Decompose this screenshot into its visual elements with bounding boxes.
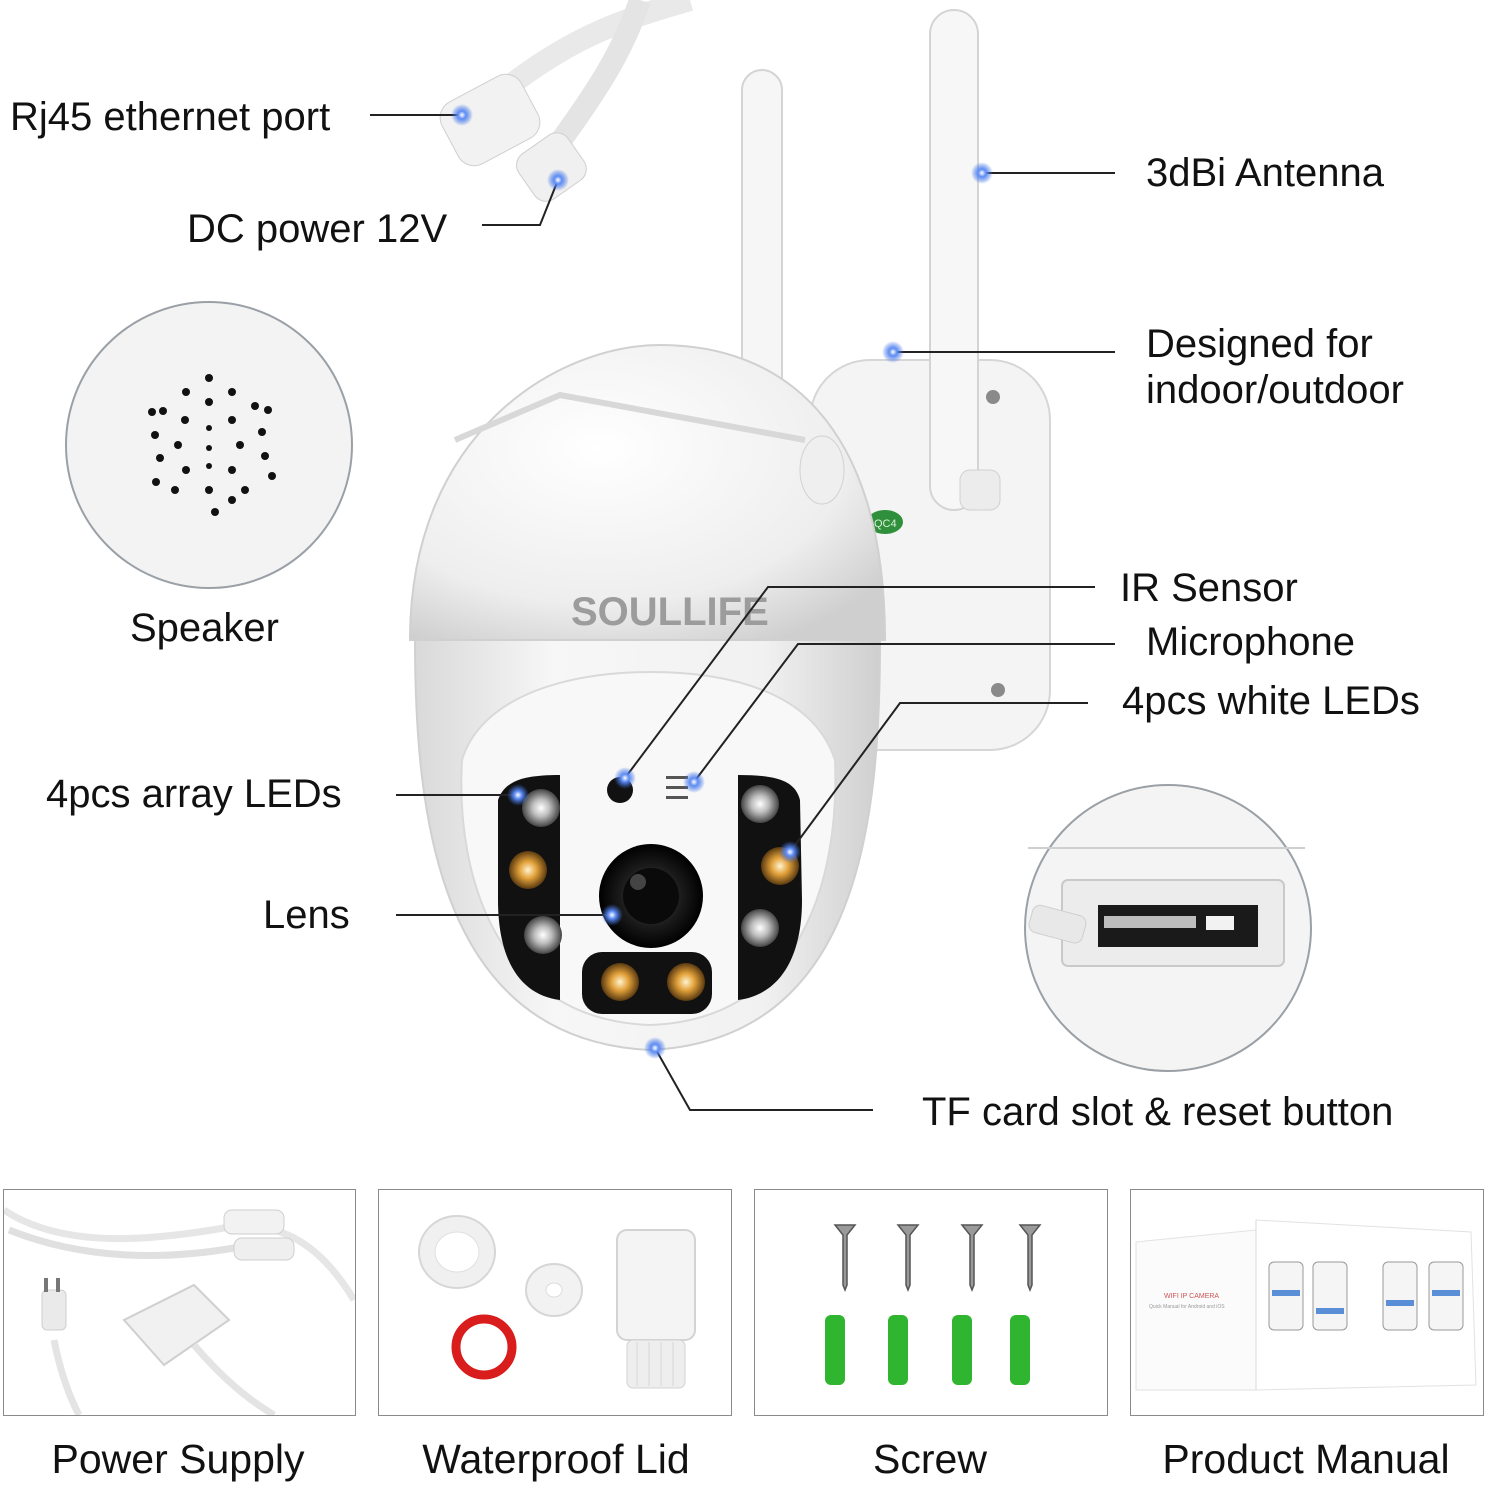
camera-dome: SOULLIFE (408, 343, 887, 641)
speaker-detail (65, 301, 353, 589)
tf-card-dot (644, 1037, 666, 1059)
antenna-dot (971, 162, 993, 184)
speaker-grille-icon (148, 374, 276, 516)
accessory-label-product-manual: Product Manual (1162, 1436, 1450, 1482)
ir-sensor-dot (614, 767, 636, 789)
callout-array-leds: 4pcs array LEDs (46, 772, 342, 816)
callout-dc-power: DC power 12V (187, 207, 448, 251)
accessory-panel-waterproof-lid (378, 1189, 732, 1416)
callout-white-leds: 4pcs white LEDs (1122, 679, 1420, 723)
callout-ir-sensor: IR Sensor (1120, 566, 1298, 610)
front-sensors (599, 776, 703, 948)
array-leds-dot (507, 784, 529, 806)
screws-and-anchors-image (825, 1224, 1042, 1385)
accessory-label-power-supply: Power Supply (51, 1436, 305, 1482)
module-badge: QC4 (874, 518, 897, 530)
product-manual-image: WIFI IP CAMERA Quick Manual for Android … (1135, 1219, 1477, 1391)
manual-cover-title: WIFI IP CAMERA (1164, 1293, 1219, 1300)
waterproof-lid-image (418, 1215, 696, 1389)
accessory-panel-product-manual: WIFI IP CAMERA Quick Manual for Android … (1130, 1189, 1484, 1416)
microphone-dot (683, 771, 705, 793)
power-adapter-image (4, 1207, 355, 1415)
callout-indoor-outdoor-line1: Designed for (1146, 322, 1373, 366)
dc-power-dot (547, 169, 569, 191)
rj45-dot (451, 104, 473, 126)
accessory-label-screw: Screw (873, 1436, 987, 1482)
lens-dot (601, 904, 623, 926)
callout-dots (451, 104, 993, 1059)
camera-illustration: QC4 SOULLIFE (65, 0, 1312, 1111)
manual-cover-subtitle: Quick Manual for Android and iOS (1149, 1304, 1225, 1310)
antennas (741, 9, 1001, 511)
callout-tf-card: TF card slot & reset button (922, 1090, 1394, 1134)
speaker-label: Speaker (130, 606, 279, 650)
cable-assembly (439, 0, 694, 202)
indoor-outdoor-dot (882, 341, 904, 363)
callout-microphone: Microphone (1146, 620, 1356, 664)
led-array (509, 785, 799, 1001)
accessory-panel-power-supply (3, 1189, 356, 1416)
callout-rj45: Rj45 ethernet port (10, 95, 331, 139)
tf-card-detail (1024, 784, 1312, 1072)
brand-logo: SOULLIFE (571, 590, 769, 634)
accessory-panel-screw (754, 1189, 1108, 1416)
callout-lens: Lens (263, 893, 350, 937)
callout-antenna: 3dBi Antenna (1146, 151, 1384, 195)
callout-indoor-outdoor-line2: indoor/outdoor (1146, 368, 1404, 412)
callout-lines (370, 114, 1115, 1111)
accessory-label-waterproof-lid: Waterproof Lid (422, 1436, 690, 1482)
white-leds-dot (779, 841, 801, 863)
